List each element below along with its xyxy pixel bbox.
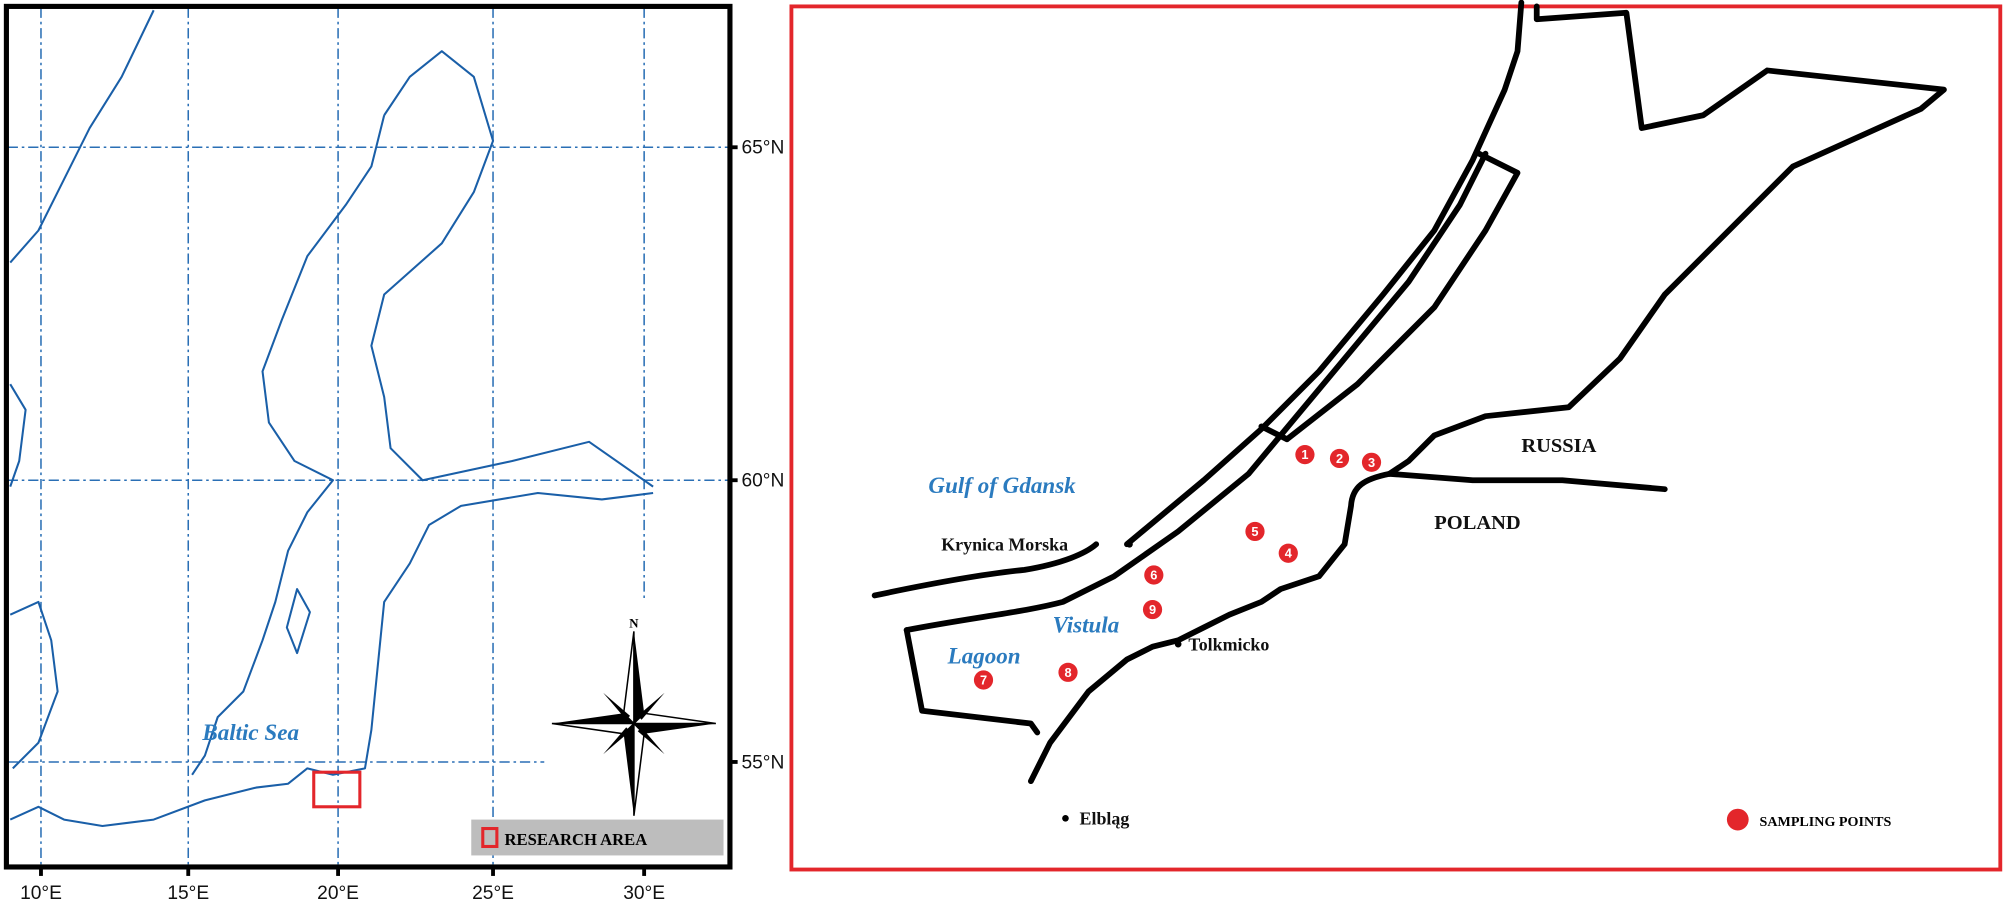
sea-label: Baltic Sea [201, 719, 299, 745]
town-dot-krynica [1126, 540, 1133, 548]
lon-label-20: 20°E [317, 883, 359, 904]
country-poland: POLAND [1434, 512, 1520, 534]
svg-text:5: 5 [1251, 524, 1258, 539]
svg-text:9: 9 [1149, 602, 1156, 617]
north-arrow-icon [551, 631, 716, 816]
sampling-point: 8 [1058, 662, 1078, 682]
svg-text:SAMPLING POINTS: SAMPLING POINTS [1760, 814, 1892, 830]
overview-frame [3, 3, 733, 870]
lon-label-25: 25°E [472, 883, 514, 904]
svg-text:7: 7 [980, 672, 987, 687]
svg-text:8: 8 [1064, 665, 1071, 680]
town-krynica-morska: Krynica Morska [941, 535, 1068, 555]
lon-label-15: 15°E [167, 883, 209, 904]
svg-text:3: 3 [1368, 455, 1375, 470]
legend-label: RESEARCH AREA [505, 830, 648, 849]
gulf-label: Gulf of Gdansk [928, 472, 1076, 498]
sampling-point: 2 [1329, 448, 1350, 469]
shorelines [871, 0, 1947, 785]
overview-map: Baltic Sea N RESEARCH AREA [3, 3, 784, 904]
research-area-box [312, 770, 362, 809]
country-russia: RUSSIA [1521, 435, 1596, 457]
sampling-point: 7 [973, 670, 994, 690]
sampling-point: 6 [1144, 565, 1164, 585]
sampling-point: 4 [1278, 543, 1298, 563]
svg-text:4: 4 [1285, 546, 1293, 561]
town-dot-tolkmicko [1174, 640, 1182, 648]
svg-text:2: 2 [1336, 451, 1343, 466]
graticule [7, 7, 729, 866]
lagoon-label-2: Lagoon [947, 642, 1021, 668]
sampling-point: 1 [1295, 445, 1315, 465]
lagoon-label-1: Vistula [1053, 612, 1120, 638]
sampling-point: 3 [1361, 452, 1382, 472]
sampling-points-legend: SAMPLING POINTS [1726, 808, 1892, 831]
town-dot-elblag [1062, 814, 1069, 822]
sampling-point: 9 [1142, 599, 1163, 620]
svg-text:6: 6 [1150, 567, 1157, 582]
town-tolkmicko: Tolkmicko [1188, 635, 1269, 655]
lat-label-65: 65°N [741, 138, 784, 159]
detail-map: Gulf of Gdansk Vistula Lagoon RUSSIA POL… [789, 0, 2003, 872]
svg-text:1: 1 [1301, 447, 1308, 462]
lon-label-10: 10°E [20, 883, 62, 904]
lon-label-30: 30°E [623, 883, 665, 904]
lat-label-55: 55°N [741, 752, 784, 773]
north-label: N [629, 616, 639, 630]
town-elblag: Elbląg [1080, 809, 1130, 829]
lat-label-60: 60°N [741, 471, 784, 492]
coastlines [9, 9, 654, 828]
axis-ticks [39, 145, 738, 876]
research-area-legend: RESEARCH AREA [471, 819, 724, 856]
sampling-point: 5 [1245, 521, 1265, 542]
detail-frame [789, 4, 2003, 872]
